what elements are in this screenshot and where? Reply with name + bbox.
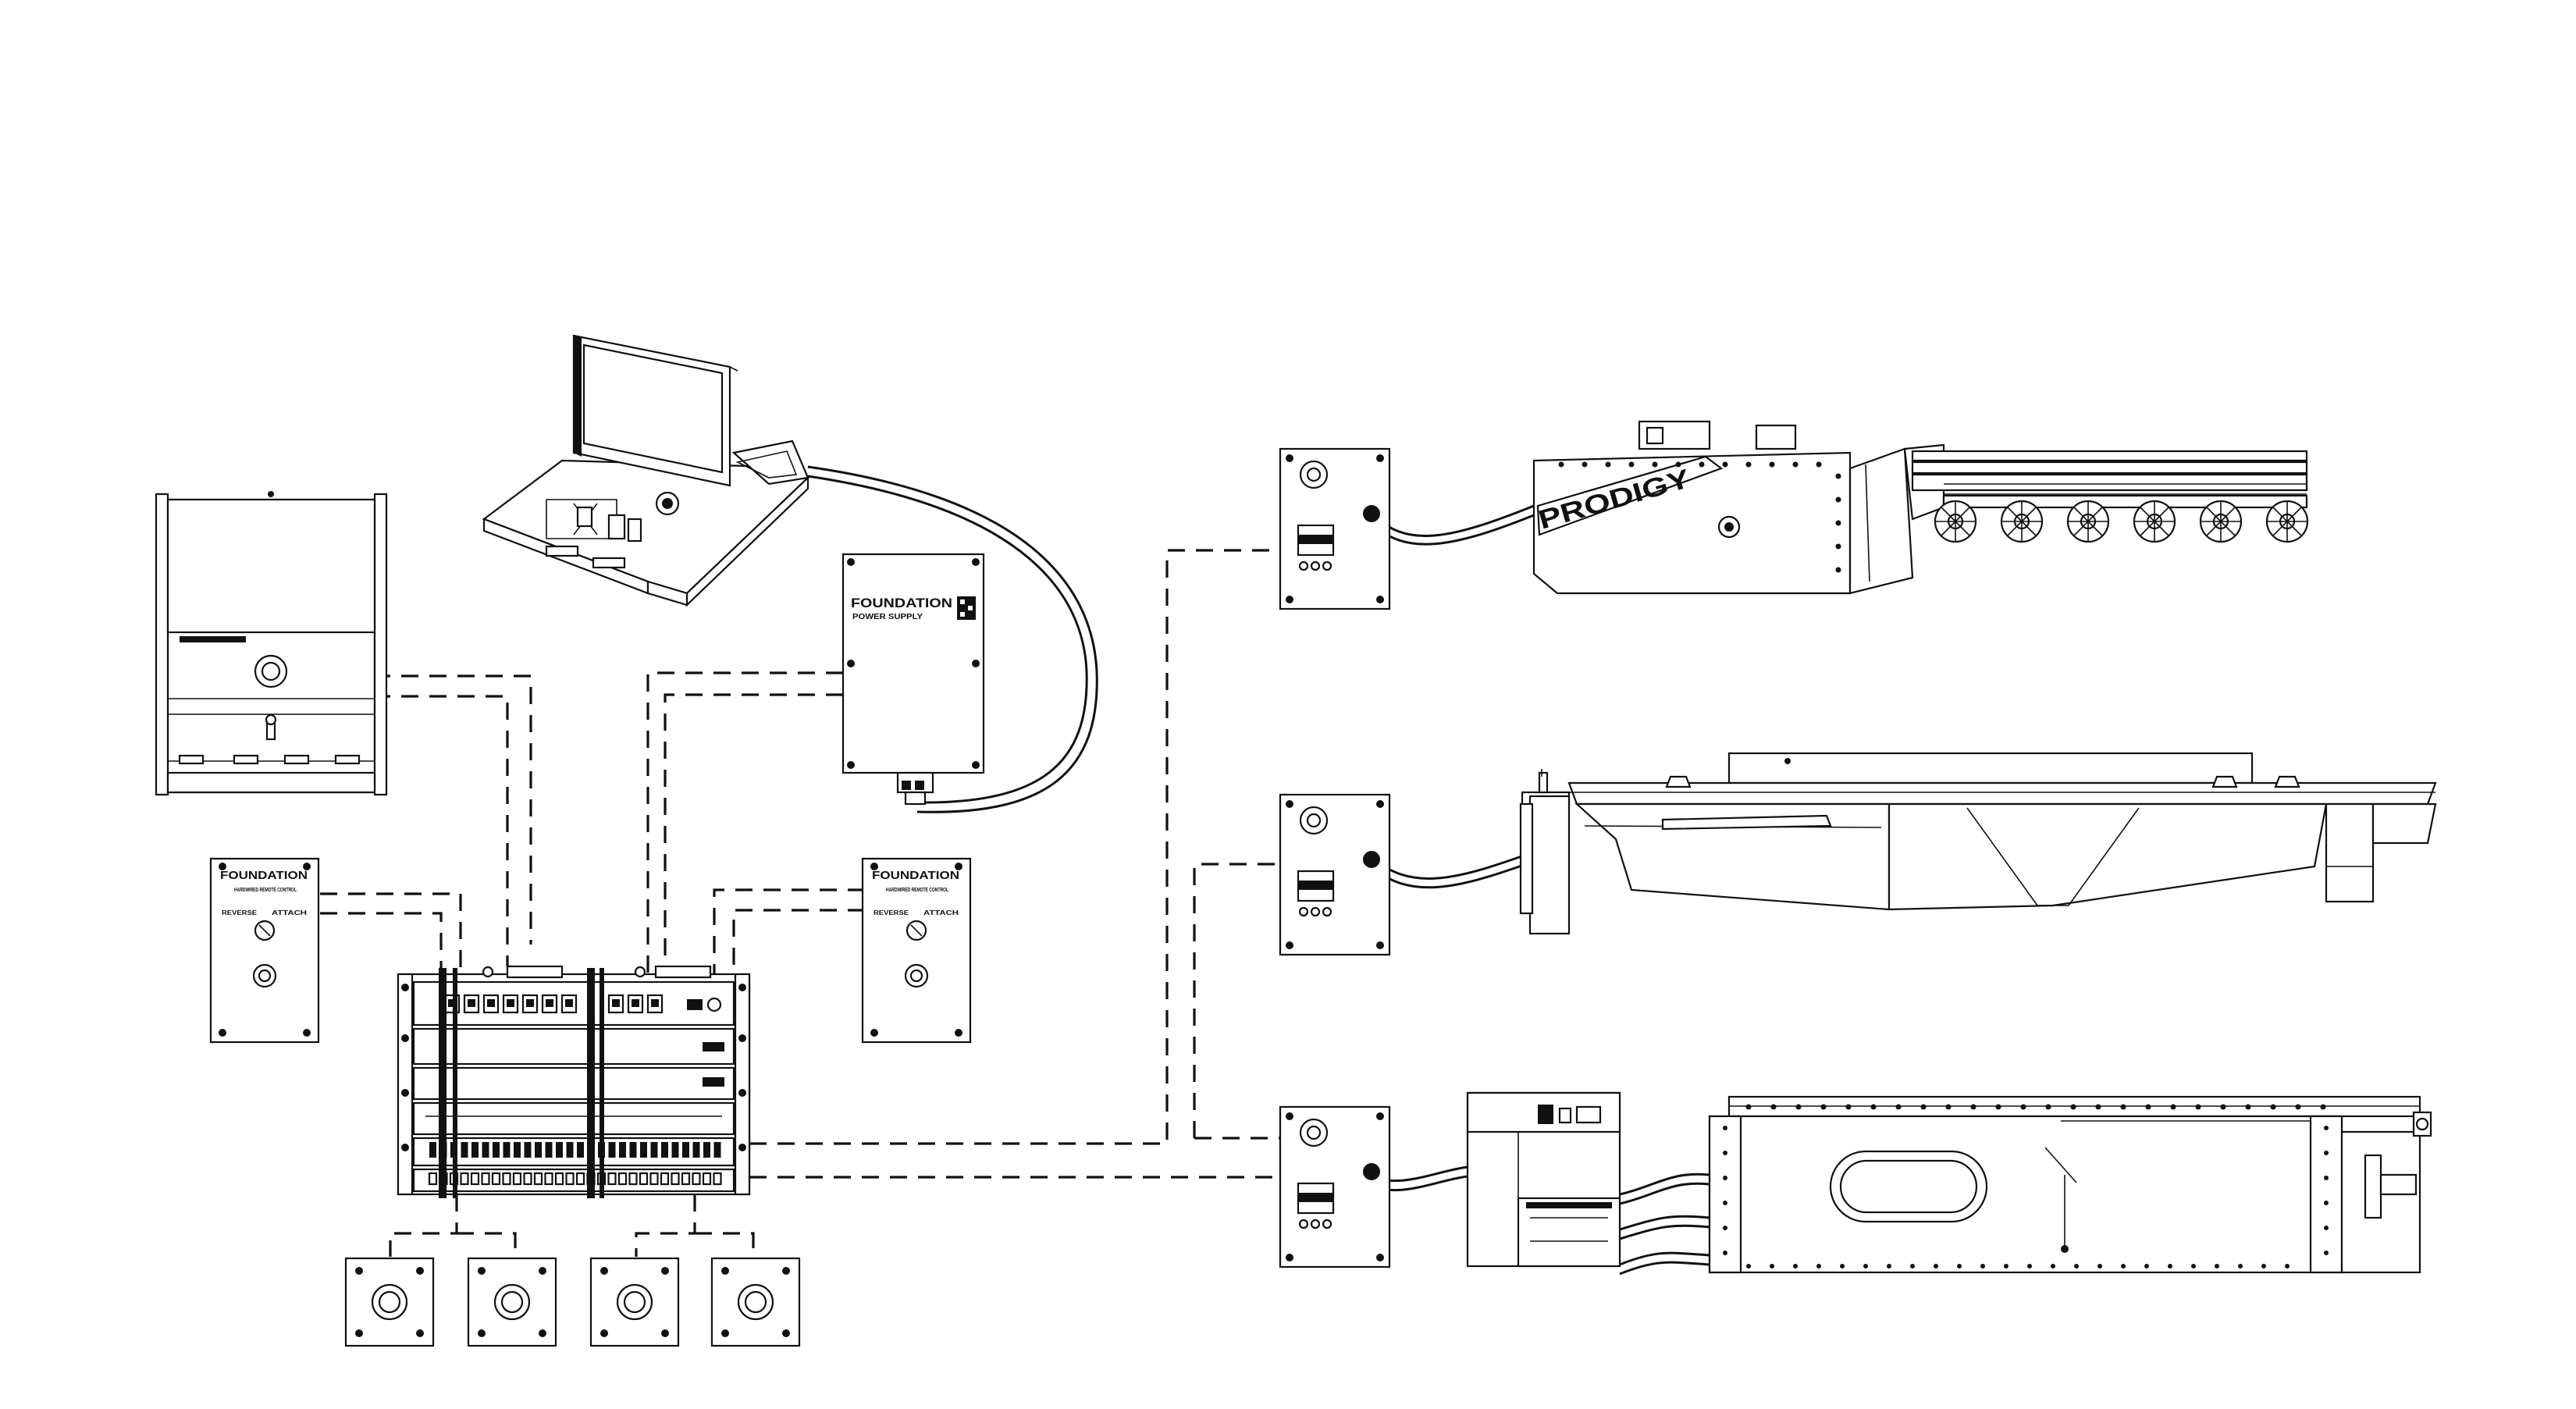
link-remote-right-b: [732, 909, 865, 974]
control-console[interactable]: [155, 491, 388, 796]
winch-track-machine[interactable]: [1708, 1095, 2432, 1274]
controller-cabinet[interactable]: [1466, 1091, 1621, 1268]
power-supply[interactable]: FOUNDATION POWER SUPPLY: [841, 553, 985, 806]
winch-rivets: [1723, 1104, 2329, 1268]
winch-drum-slot: [1829, 1150, 1988, 1223]
prodigy-logo-band: [1536, 455, 1724, 536]
lift-platform-machine[interactable]: [1519, 752, 2437, 935]
cable-drive-2: [1368, 853, 1527, 880]
cable-ctrl-to-track-1b: [1619, 1182, 1710, 1205]
remote-control-right[interactable]: FOUNDATION HARDWIRED REMOTE CONTROL REVE…: [861, 857, 972, 1044]
remote-left-reverse: REVERSE: [222, 909, 258, 916]
link-power-supply-a: [646, 671, 843, 974]
link-rack-to-drive-1: [749, 549, 1280, 1145]
link-remote-left-b: [320, 912, 443, 974]
power-supply-label: POWER SUPPLY: [852, 613, 923, 621]
remote-right-attach: ATTACH: [923, 909, 959, 916]
remote-right-brand: FOUNDATION: [872, 869, 959, 882]
power-supply-brand: FOUNDATION: [851, 596, 952, 610]
cable-drive-1: [1368, 504, 1535, 537]
remote-right-reverse: REVERSE: [873, 909, 909, 916]
cable-ctrl-to-track-1: [1619, 1172, 1710, 1196]
desk-monitor[interactable]: [572, 334, 738, 487]
remote-right-label: HARDWIRED REMOTE CONTROL: [886, 888, 949, 893]
equipment-rack[interactable]: [397, 965, 751, 1198]
remote-left-label: HARDWIRED REMOTE CONTROL: [234, 888, 297, 893]
cable-console-to-power: [807, 465, 1098, 813]
station-buttons: [344, 1257, 801, 1347]
link-remote-right-a: [713, 888, 865, 974]
cable-ctrl-to-track-2b: [1619, 1224, 1710, 1240]
operator-desk[interactable]: [482, 334, 810, 607]
track-drive-machine[interactable]: PRODIGY: [1532, 420, 2309, 595]
station-button-3[interactable]: [589, 1257, 680, 1347]
lift-end-unit: [1528, 795, 1571, 935]
console-brand-plate: [180, 636, 246, 642]
power-supply-badge: [957, 596, 976, 620]
cable-ctrl-to-track-3b: [1619, 1261, 1710, 1276]
link-control-console-b: [373, 695, 509, 966]
cable-ctrl-to-track-3: [1619, 1251, 1710, 1266]
drive-disconnect-2[interactable]: [1279, 793, 1391, 956]
station-button-4[interactable]: [710, 1257, 801, 1347]
remote-left-attach: ATTACH: [272, 909, 307, 916]
remote-left-brand: FOUNDATION: [220, 869, 308, 882]
link-rack-to-drive-2: [1193, 863, 1280, 1138]
link-power-supply-b: [664, 693, 843, 974]
cable-drive-2b: [1368, 863, 1527, 889]
drive-disconnect-1[interactable]: [1279, 447, 1391, 610]
link-control-console-a: [373, 674, 532, 945]
connection-lines: [320, 549, 1280, 1257]
rack-jack-row-top: [443, 994, 664, 1014]
drive-rivets: [1558, 461, 1841, 573]
station-button-1[interactable]: [344, 1257, 435, 1347]
link-rack-to-stations: [389, 1194, 755, 1257]
link-remote-left-a: [320, 892, 462, 974]
cable-ctrl-to-track-2: [1619, 1215, 1710, 1231]
station-button-2[interactable]: [467, 1257, 557, 1347]
remote-control-left[interactable]: FOUNDATION HARDWIRED REMOTE CONTROL REVE…: [209, 857, 320, 1044]
cable-console-to-power-inner: [807, 475, 1088, 804]
drive-disconnect-3[interactable]: [1279, 1105, 1391, 1268]
